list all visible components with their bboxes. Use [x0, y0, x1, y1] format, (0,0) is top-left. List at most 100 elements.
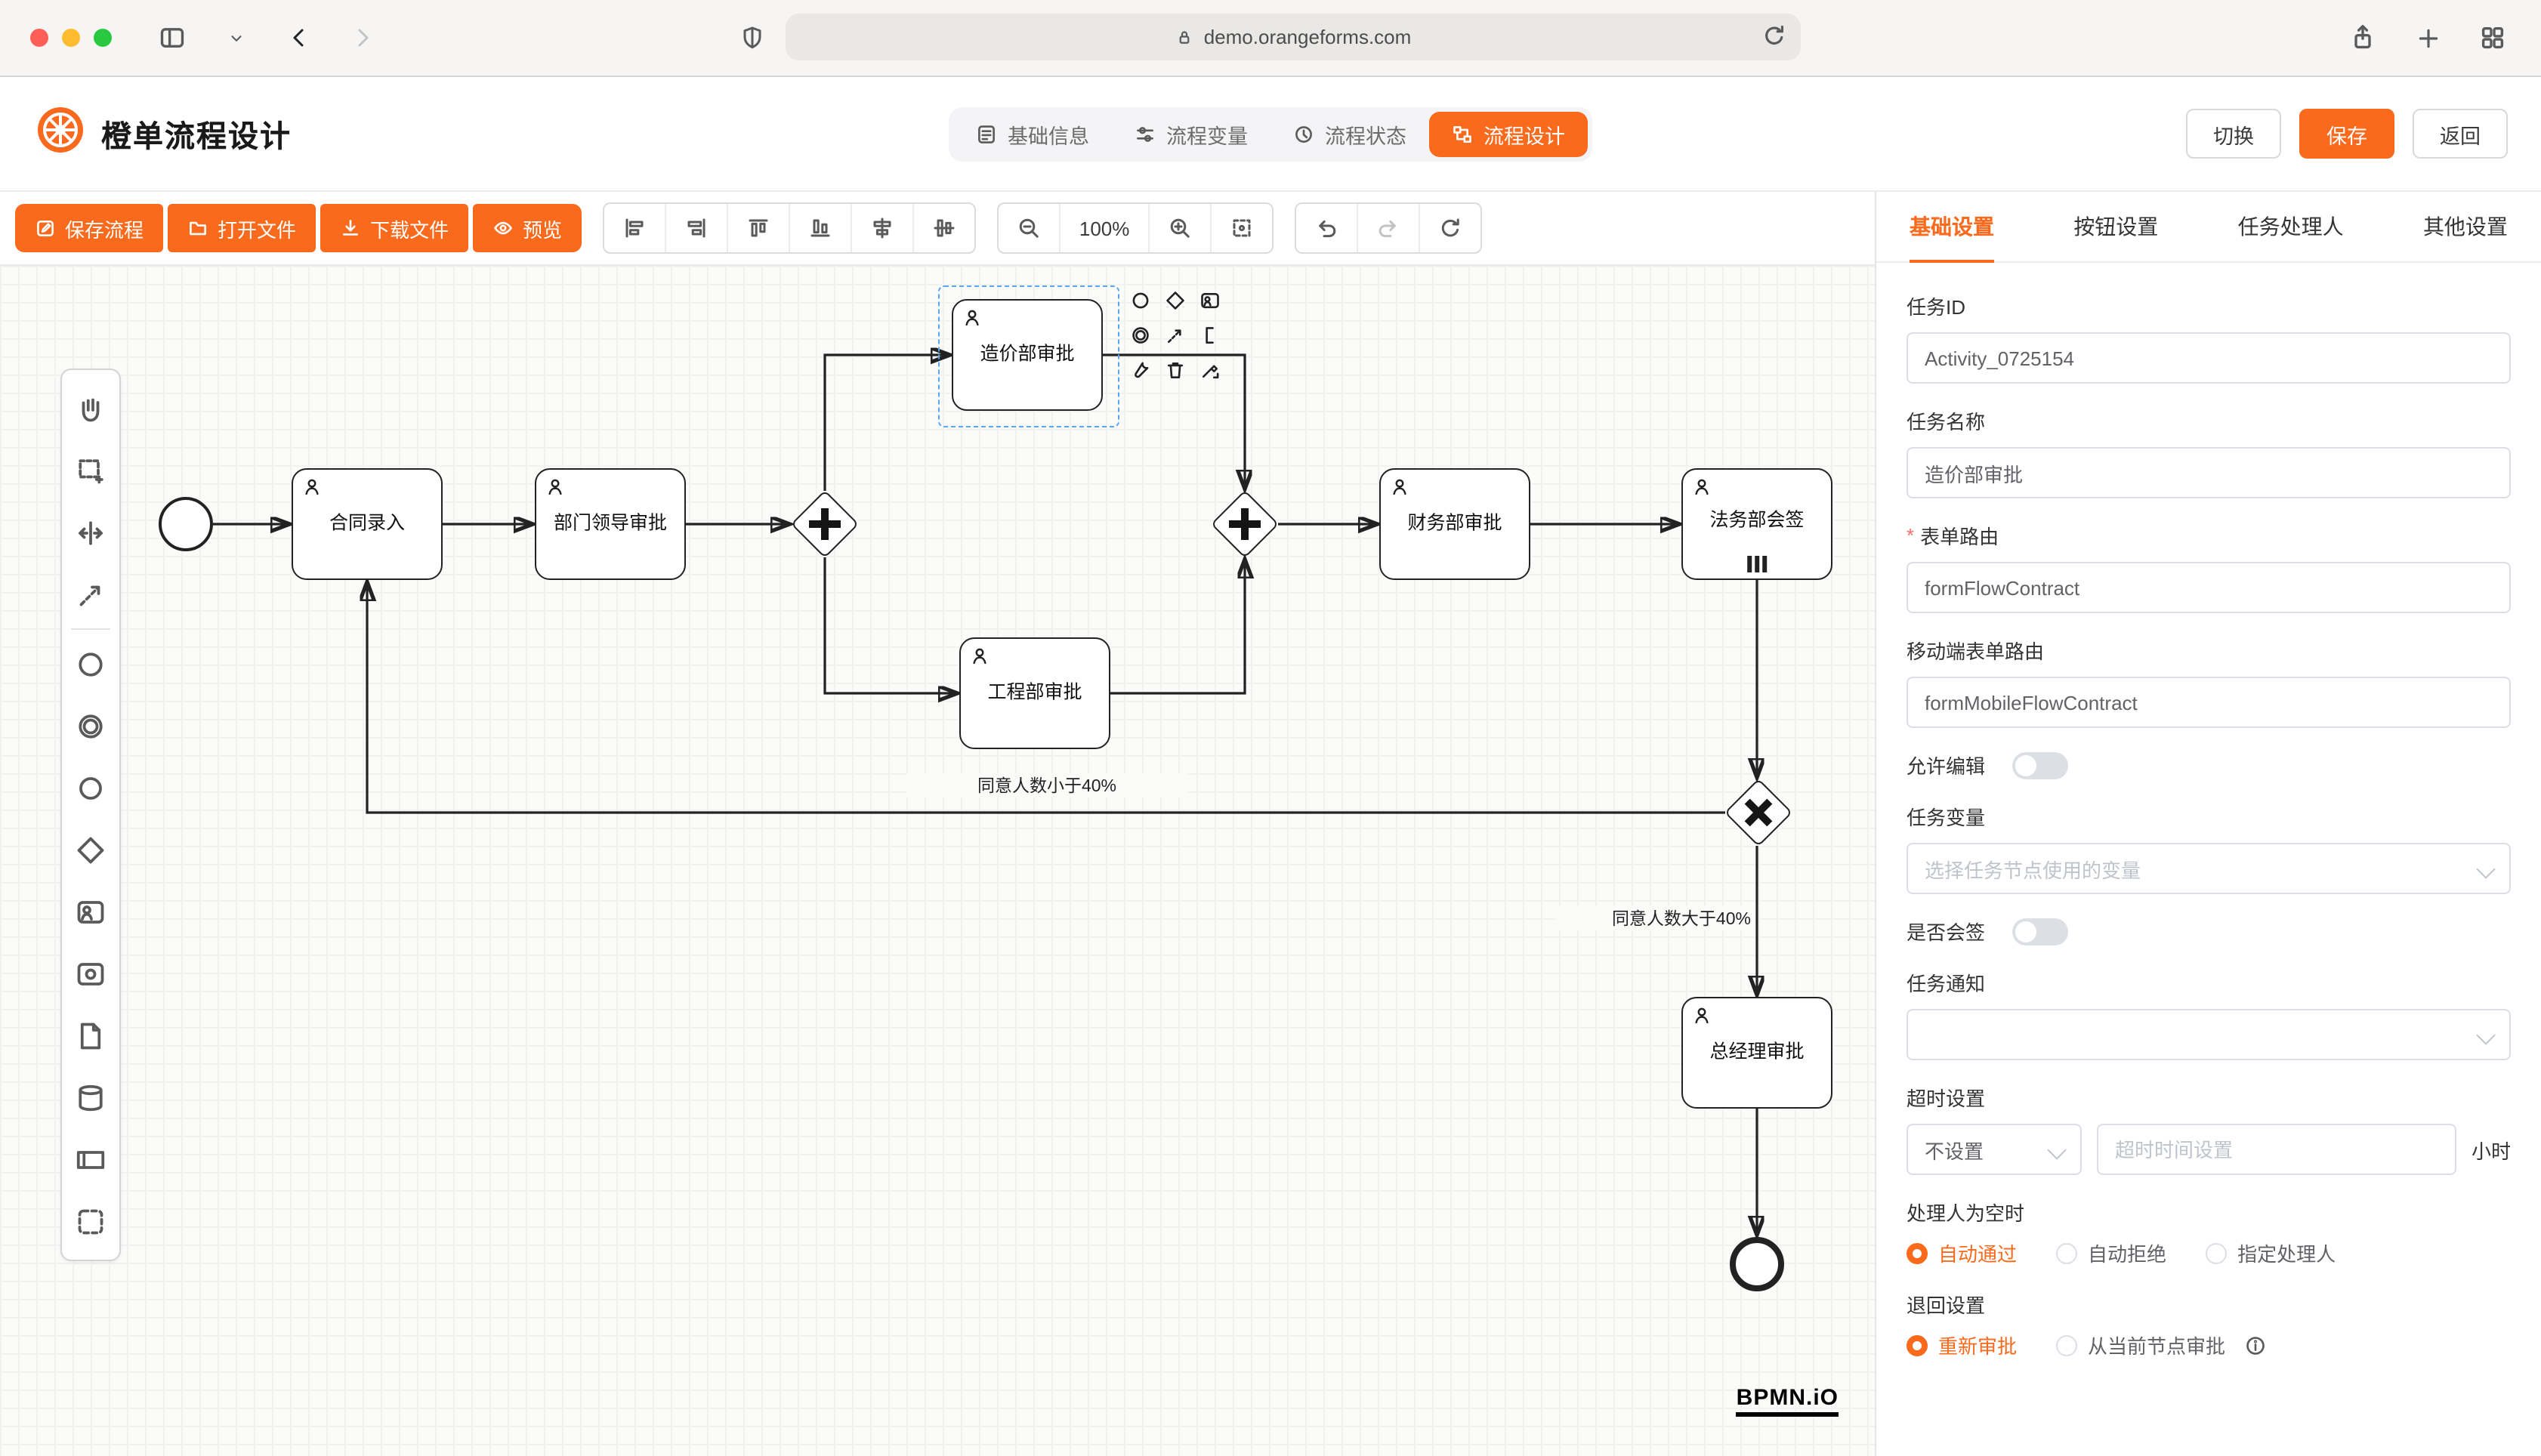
create-end-event-icon[interactable]: [62, 757, 119, 819]
mobile-form-route-input[interactable]: [1907, 677, 2511, 728]
switch-button[interactable]: 切换: [2186, 109, 2281, 159]
tab-process-status[interactable]: 流程状态: [1270, 111, 1429, 156]
back-button[interactable]: 返回: [2413, 109, 2508, 159]
parallel-gateway-split[interactable]: [789, 488, 861, 560]
create-intermediate-event-icon[interactable]: [62, 695, 119, 757]
save-flow-button[interactable]: 保存流程: [15, 204, 164, 252]
timeout-mode-select[interactable]: 不设置: [1907, 1124, 2082, 1175]
end-event[interactable]: [1730, 1237, 1784, 1291]
bpmn-canvas[interactable]: 合同录入 部门领导审批 造价部审批: [0, 266, 1875, 1456]
preview-button[interactable]: 预览: [473, 204, 582, 252]
minimize-window-button[interactable]: [62, 29, 80, 47]
refresh-canvas-icon[interactable]: [1419, 204, 1480, 252]
connect-tool-icon[interactable]: [1162, 322, 1189, 349]
zoom-fit-icon[interactable]: [1210, 204, 1272, 252]
panel-tab-other-settings[interactable]: 其他设置: [2422, 214, 2508, 239]
create-gateway-icon[interactable]: [62, 819, 119, 881]
create-data-store-icon[interactable]: [62, 1066, 119, 1128]
task-engineering-dept-approval[interactable]: 工程部审批: [959, 637, 1110, 749]
panel-tab-task-assignee[interactable]: 任务处理人: [2237, 214, 2344, 239]
append-user-task-icon[interactable]: [1196, 287, 1224, 314]
sidebar-toggle-icon[interactable]: [151, 17, 193, 59]
task-cost-dept-approval[interactable]: 造价部审批: [952, 299, 1103, 411]
radio-re-approve[interactable]: 重新审批: [1907, 1331, 2017, 1359]
radio-from-current-node[interactable]: 从当前节点审批: [2056, 1331, 2266, 1359]
task-dept-leader-approval[interactable]: 部门领导审批: [535, 468, 686, 580]
align-top-icon[interactable]: [727, 204, 789, 252]
align-center-horizontal-icon[interactable]: [851, 204, 912, 252]
zoom-in-icon[interactable]: [1148, 204, 1210, 252]
task-variable-select[interactable]: 选择任务节点使用的变量: [1907, 843, 2511, 894]
bpmn-io-watermark[interactable]: BPMN.iO: [1736, 1385, 1839, 1417]
open-file-button[interactable]: 打开文件: [168, 204, 316, 252]
append-intermediate-event-icon[interactable]: [1127, 322, 1154, 349]
radio-assign-handler[interactable]: 指定处理人: [2206, 1239, 2336, 1267]
save-button[interactable]: 保存: [2299, 109, 2394, 159]
refresh-page-icon[interactable]: [1761, 23, 1787, 48]
global-connect-tool-icon[interactable]: [62, 563, 119, 625]
create-start-event-icon[interactable]: [62, 633, 119, 695]
task-notify-select[interactable]: [1907, 1009, 2511, 1060]
task-finance-dept-approval[interactable]: 财务部审批: [1379, 468, 1530, 580]
align-bottom-icon[interactable]: [789, 204, 851, 252]
task-name-input[interactable]: [1907, 447, 2511, 498]
close-window-button[interactable]: [30, 29, 48, 47]
file-button-group: 保存流程 打开文件 下载文件 预览: [15, 204, 582, 252]
share-icon[interactable]: [2342, 17, 2384, 59]
hand-tool-icon[interactable]: [62, 378, 119, 440]
task-label: 工程部审批: [987, 681, 1082, 703]
screwdriver-tool-icon[interactable]: [1196, 356, 1224, 384]
chevron-down-icon[interactable]: [215, 17, 257, 59]
panel-tab-basic-settings[interactable]: 基础设置: [1910, 192, 1994, 263]
lasso-tool-icon[interactable]: [62, 440, 119, 501]
return-setting-radio-group: 重新审批 从当前节点审批: [1907, 1331, 2511, 1359]
undo-icon[interactable]: [1296, 204, 1357, 252]
panel-tab-button-settings[interactable]: 按钮设置: [2073, 214, 2159, 239]
form-route-input[interactable]: [1907, 562, 2511, 613]
forward-button-icon[interactable]: [341, 17, 384, 59]
countersign-toggle[interactable]: [2012, 918, 2069, 945]
append-gateway-icon[interactable]: [1162, 287, 1189, 314]
allow-edit-toggle[interactable]: [2012, 751, 2069, 779]
privacy-shield-icon[interactable]: [740, 25, 764, 49]
start-event[interactable]: [159, 497, 213, 551]
timeout-duration-input[interactable]: [2097, 1124, 2456, 1175]
change-type-wrench-icon[interactable]: [1127, 356, 1154, 384]
task-general-manager-approval[interactable]: 总经理审批: [1681, 997, 1832, 1109]
task-legal-dept-countersign[interactable]: 法务部会签: [1681, 468, 1832, 580]
task-contract-entry[interactable]: 合同录入: [292, 468, 443, 580]
create-data-object-icon[interactable]: [62, 1004, 119, 1066]
parallel-gateway-join[interactable]: [1209, 488, 1281, 560]
tab-process-design[interactable]: 流程设计: [1429, 111, 1588, 156]
create-group-icon[interactable]: [62, 1190, 119, 1252]
tab-overview-icon[interactable]: [2472, 17, 2514, 59]
align-right-icon[interactable]: [665, 204, 727, 252]
align-center-vertical-icon[interactable]: [912, 204, 974, 252]
info-icon[interactable]: [2245, 1334, 2266, 1356]
task-variable-label: 任务变量: [1907, 807, 1986, 829]
create-call-activity-icon[interactable]: [62, 942, 119, 1004]
create-user-task-icon[interactable]: [62, 881, 119, 942]
properties-panel: 基础设置 按钮设置 任务处理人 其他设置 任务ID 任务名称 * 表单路由 移动…: [1875, 192, 2541, 1456]
delete-trash-icon[interactable]: [1162, 356, 1189, 384]
new-tab-icon[interactable]: [2407, 17, 2449, 59]
tab-process-variables[interactable]: 流程变量: [1112, 111, 1270, 156]
task-notify-label: 任务通知: [1907, 973, 1986, 995]
back-button-icon[interactable]: [278, 17, 320, 59]
redo-icon[interactable]: [1357, 204, 1419, 252]
designer-toolbar: 保存流程 打开文件 下载文件 预览: [0, 192, 1875, 266]
download-file-button[interactable]: 下载文件: [320, 204, 469, 252]
tab-basic-info[interactable]: 基础信息: [953, 111, 1112, 156]
fullscreen-window-button[interactable]: [94, 29, 112, 47]
radio-auto-reject[interactable]: 自动拒绝: [2056, 1239, 2166, 1267]
radio-auto-approve[interactable]: 自动通过: [1907, 1239, 2017, 1267]
text-annotation-icon[interactable]: [1196, 322, 1224, 349]
align-left-icon[interactable]: [604, 204, 665, 252]
create-participant-icon[interactable]: [62, 1128, 119, 1190]
zoom-out-icon[interactable]: [999, 204, 1059, 252]
space-tool-icon[interactable]: [62, 501, 119, 563]
address-bar[interactable]: demo.orangeforms.com: [786, 14, 1801, 60]
exclusive-gateway[interactable]: [1722, 776, 1795, 849]
task-id-input[interactable]: [1907, 332, 2511, 384]
append-end-event-icon[interactable]: [1127, 287, 1154, 314]
